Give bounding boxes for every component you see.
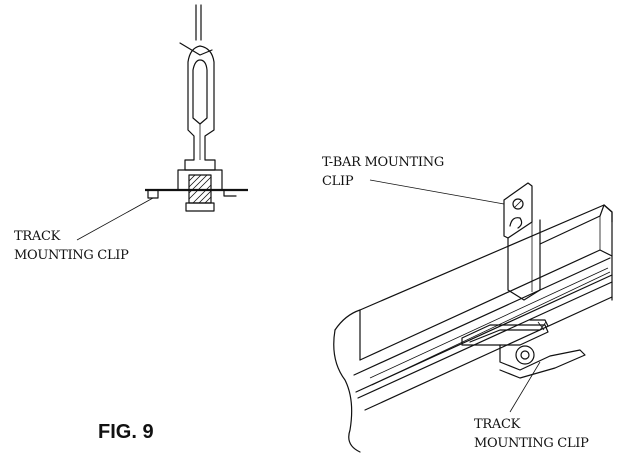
callout-right-track-clip-line2: MOUNTING CLIP <box>474 436 589 451</box>
callout-tbar-clip-line1: T-BAR MOUNTING <box>322 155 444 170</box>
leader-line-tbar <box>369 179 505 205</box>
leader-line-right-track <box>509 361 541 413</box>
isometric-track-view <box>333 182 613 453</box>
cross-section-view <box>145 4 248 212</box>
callout-left-track-clip-line2: MOUNTING CLIP <box>14 248 129 263</box>
callout-tbar-clip-line2: CLIP <box>322 174 354 189</box>
leader-line-left <box>76 197 154 241</box>
figure-label: FIG. 9 <box>98 421 154 443</box>
callout-right-track-clip-line1: TRACK <box>474 417 521 432</box>
callout-left-track-clip-line1: TRACK <box>14 229 61 244</box>
